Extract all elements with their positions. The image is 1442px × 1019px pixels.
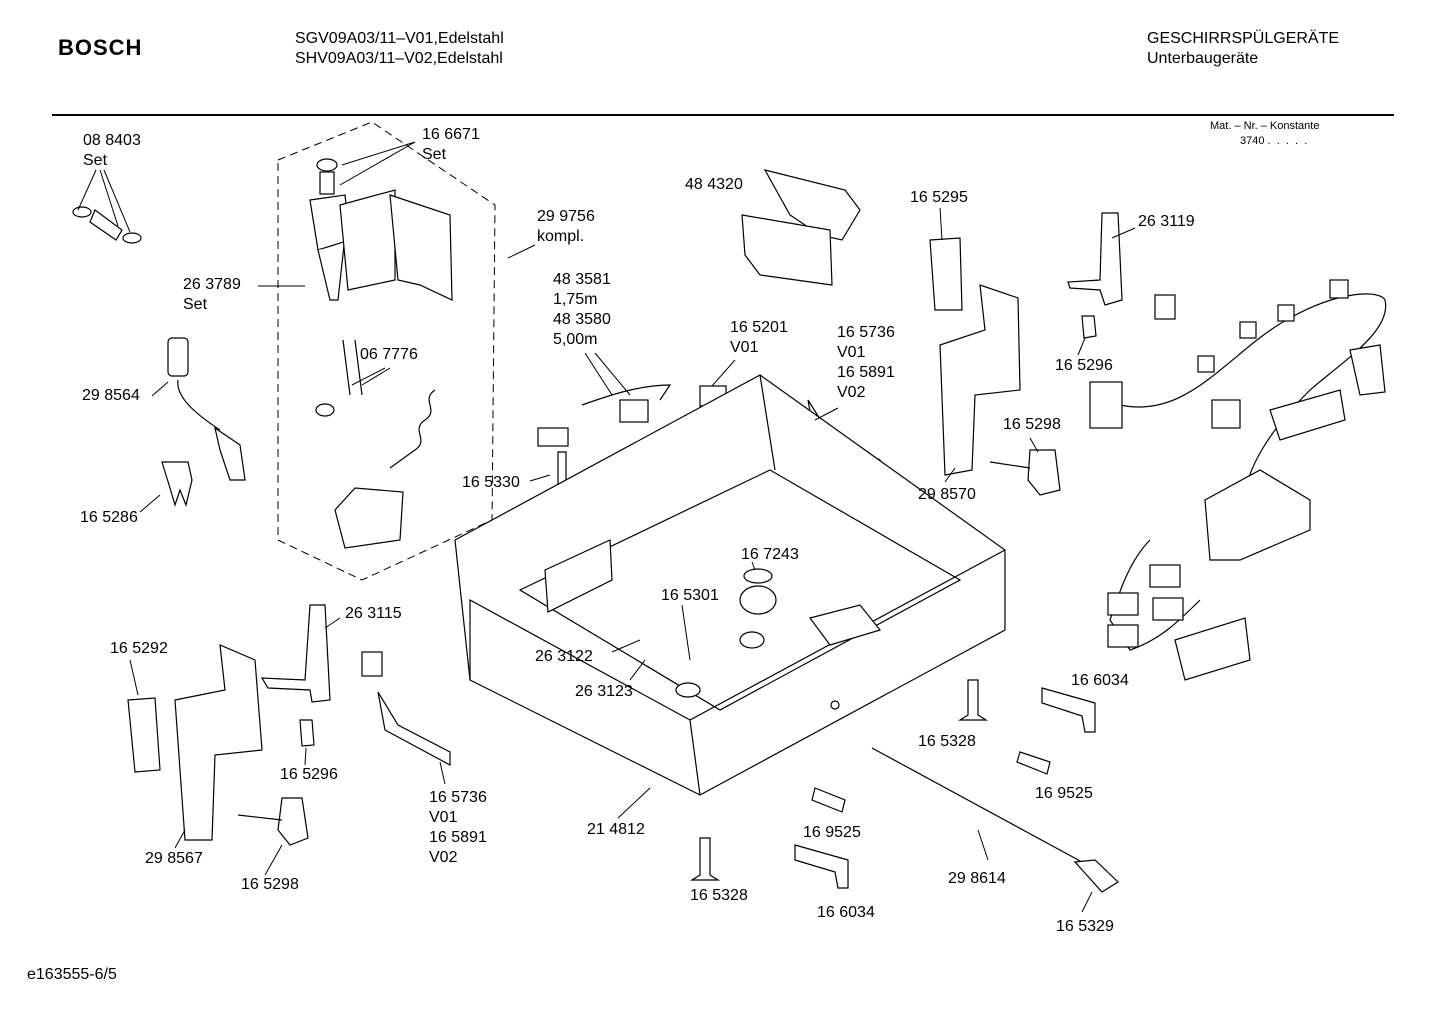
part-label: 16 6034 <box>817 904 875 921</box>
left-bracket-upper-part <box>260 604 331 703</box>
part-label: 08 8403 Set <box>83 132 141 169</box>
part-label: 16 5736 V01 16 5891 V02 <box>837 324 895 401</box>
left-clip-part <box>299 719 315 747</box>
model-line-2: SHV09A03/11–V02,Edelstahl <box>295 50 503 67</box>
part-label: 29 8570 <box>918 486 976 503</box>
screw-right-part <box>957 679 989 721</box>
part-label: 16 5328 <box>690 887 748 904</box>
control-panel-part <box>334 487 404 549</box>
clip-right-part <box>1081 315 1097 339</box>
part-label: 16 5736 V01 16 5891 V02 <box>429 789 487 866</box>
terminal-strip-right-part <box>1041 687 1096 733</box>
part-label: 16 6671 Set <box>422 126 480 163</box>
document-id: e163555-6/5 <box>27 966 117 983</box>
left-sensor-part <box>277 797 309 846</box>
part-label: 26 3122 <box>535 648 593 665</box>
part-label: 16 5286 <box>80 509 138 526</box>
brand-logo: BOSCH <box>58 35 143 60</box>
part-label: 29 9756 kompl. <box>537 208 595 245</box>
subcategory-title: Unterbaugeräte <box>1147 50 1259 67</box>
part-label: 26 3123 <box>575 683 633 700</box>
left-bracket-part <box>127 697 161 773</box>
bolt-right-part <box>1016 751 1051 775</box>
category-title: GESCHIRRSPÜLGERÄTE <box>1147 30 1340 47</box>
part-label: 21 4812 <box>587 821 645 838</box>
leader-lines <box>77 141 1136 913</box>
part-label: 48 4320 <box>685 176 743 193</box>
inlet-hose-part <box>389 389 436 469</box>
mat-label: Mat. – Nr. – Konstante <box>1210 120 1320 132</box>
part-label: 16 9525 <box>803 824 861 841</box>
header-rule <box>52 114 1394 116</box>
bolt-part <box>811 787 846 813</box>
left-mounting-plate-part <box>174 644 263 841</box>
part-label: 16 5329 <box>1056 918 1114 935</box>
mat-value: 3740 . . . . . <box>1240 135 1308 147</box>
part-label: 16 9525 <box>1035 785 1093 802</box>
mounting-plate-part <box>939 284 1021 476</box>
rod-part <box>871 747 1083 863</box>
part-label: 26 3115 <box>345 605 402 622</box>
bracket-part <box>929 237 963 311</box>
control-module-part <box>741 169 861 286</box>
part-label: 29 8614 <box>948 870 1006 887</box>
part-label: 16 7243 <box>741 546 799 563</box>
hose-clamp-set-part <box>72 206 142 244</box>
part-label: 16 5301 <box>661 587 719 604</box>
part-label: 29 8564 <box>82 387 140 404</box>
inlet-valve-assembly-part <box>309 158 453 417</box>
clip-part <box>161 461 193 508</box>
small-connector-part <box>1154 294 1176 320</box>
base-tub-part <box>454 374 1006 796</box>
model-line-1: SGV09A03/11–V01,Edelstahl <box>295 30 504 47</box>
cable-harness-part <box>581 384 672 423</box>
part-label: 16 5298 <box>1003 416 1061 433</box>
part-label: 16 5201 V01 <box>730 319 788 356</box>
bracket-right-part <box>1067 212 1123 306</box>
sensor-part <box>1027 449 1061 496</box>
left-heater-element-part <box>377 691 451 767</box>
part-label: 16 5298 <box>241 876 299 893</box>
spring-part <box>167 337 246 481</box>
part-label: 16 5296 <box>1055 357 1113 374</box>
left-small-connector-part <box>361 651 383 677</box>
screw-bottom-part <box>689 837 721 881</box>
part-label: 16 5296 <box>280 766 338 783</box>
terminal-strip-part <box>794 844 849 889</box>
part-label: 16 5292 <box>110 640 168 657</box>
part-label: 29 8567 <box>145 850 203 867</box>
part-label: 26 3789 Set <box>183 276 241 313</box>
end-cap-part <box>1073 859 1119 893</box>
switch-part <box>537 427 569 447</box>
part-label: 16 5295 <box>910 189 968 206</box>
part-label: 16 5330 <box>462 474 520 491</box>
wire-harness-part <box>1089 279 1387 681</box>
part-label: 16 6034 <box>1071 672 1129 689</box>
part-label: 48 3581 1,75m 48 3580 5,00m <box>553 271 611 348</box>
part-label: 06 7776 <box>360 346 418 363</box>
part-label: 16 5328 <box>918 733 976 750</box>
part-label: 26 3119 <box>1138 213 1195 230</box>
